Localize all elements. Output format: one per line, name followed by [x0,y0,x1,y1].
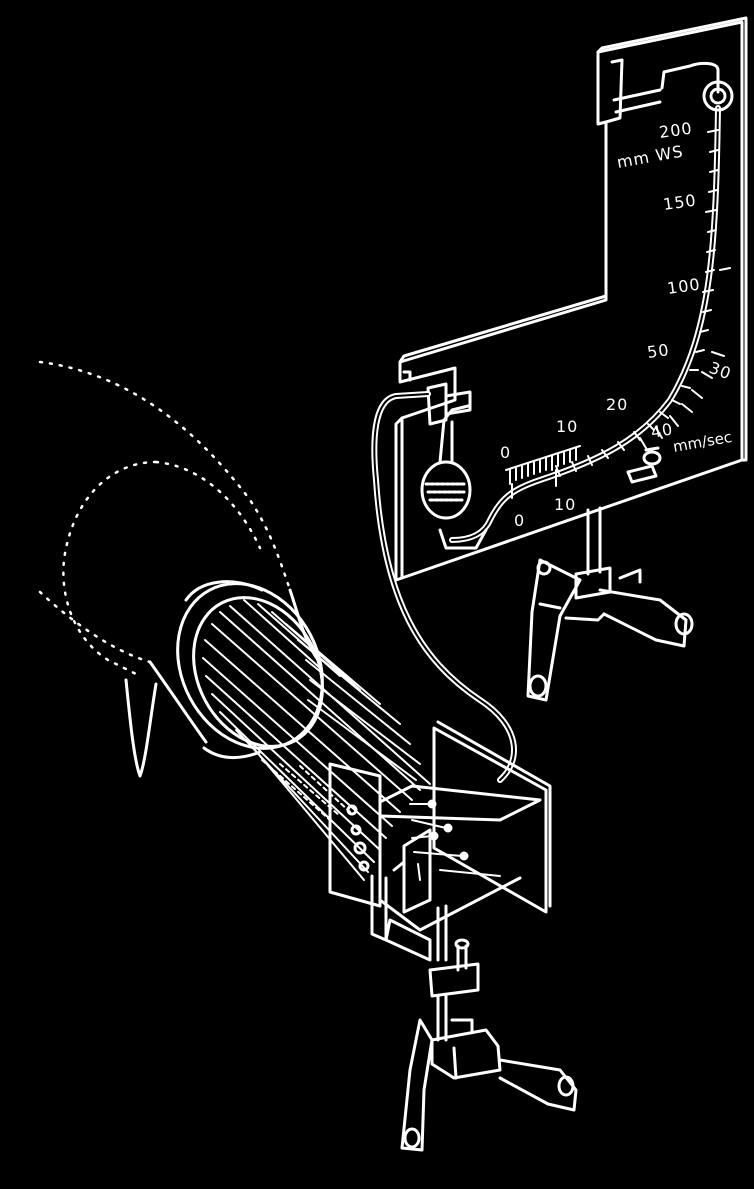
probe-stand [400,904,578,1152]
blower-housing [38,360,292,678]
air-stream [202,599,431,881]
pressure-label-100: 100 [666,274,702,297]
pressure-unit-label: mm WS [615,142,685,172]
velocity-inner-label-0: 0 [514,511,525,530]
velocity-label-20: 20 [606,395,628,414]
pressure-inlet-fitting [426,382,472,426]
level-bubble [626,446,662,484]
velocity-unit-label: mm/sec [672,428,734,456]
velocity-label-10: 10 [556,417,578,436]
top-reservoir [702,80,734,112]
pressure-scale-labels: 200 mm WS 150 100 50 [615,118,701,361]
velocity-inner-label-10: 10 [554,495,576,514]
connecting-hose [371,391,517,783]
board-stand [526,506,694,702]
velocity-label-0: 0 [500,443,511,462]
velocity-label-30: 30 [707,358,735,384]
velocity-scale-ticks [505,445,581,499]
pressure-label-150: 150 [662,190,698,213]
velocity-scale-labels: 0 10 20 30 40 mm/sec 0 10 [500,358,734,530]
pressure-label-50: 50 [646,340,671,362]
outlet-nozzle [176,580,324,759]
manometer-board [394,16,748,582]
pressure-label-200: 200 [658,118,694,141]
pressure-scale-ticks [555,129,731,477]
manometer-tube [449,61,721,543]
lower-reservoir [420,404,488,550]
probe-holder [328,720,552,962]
velocity-label-40: 40 [649,419,674,442]
